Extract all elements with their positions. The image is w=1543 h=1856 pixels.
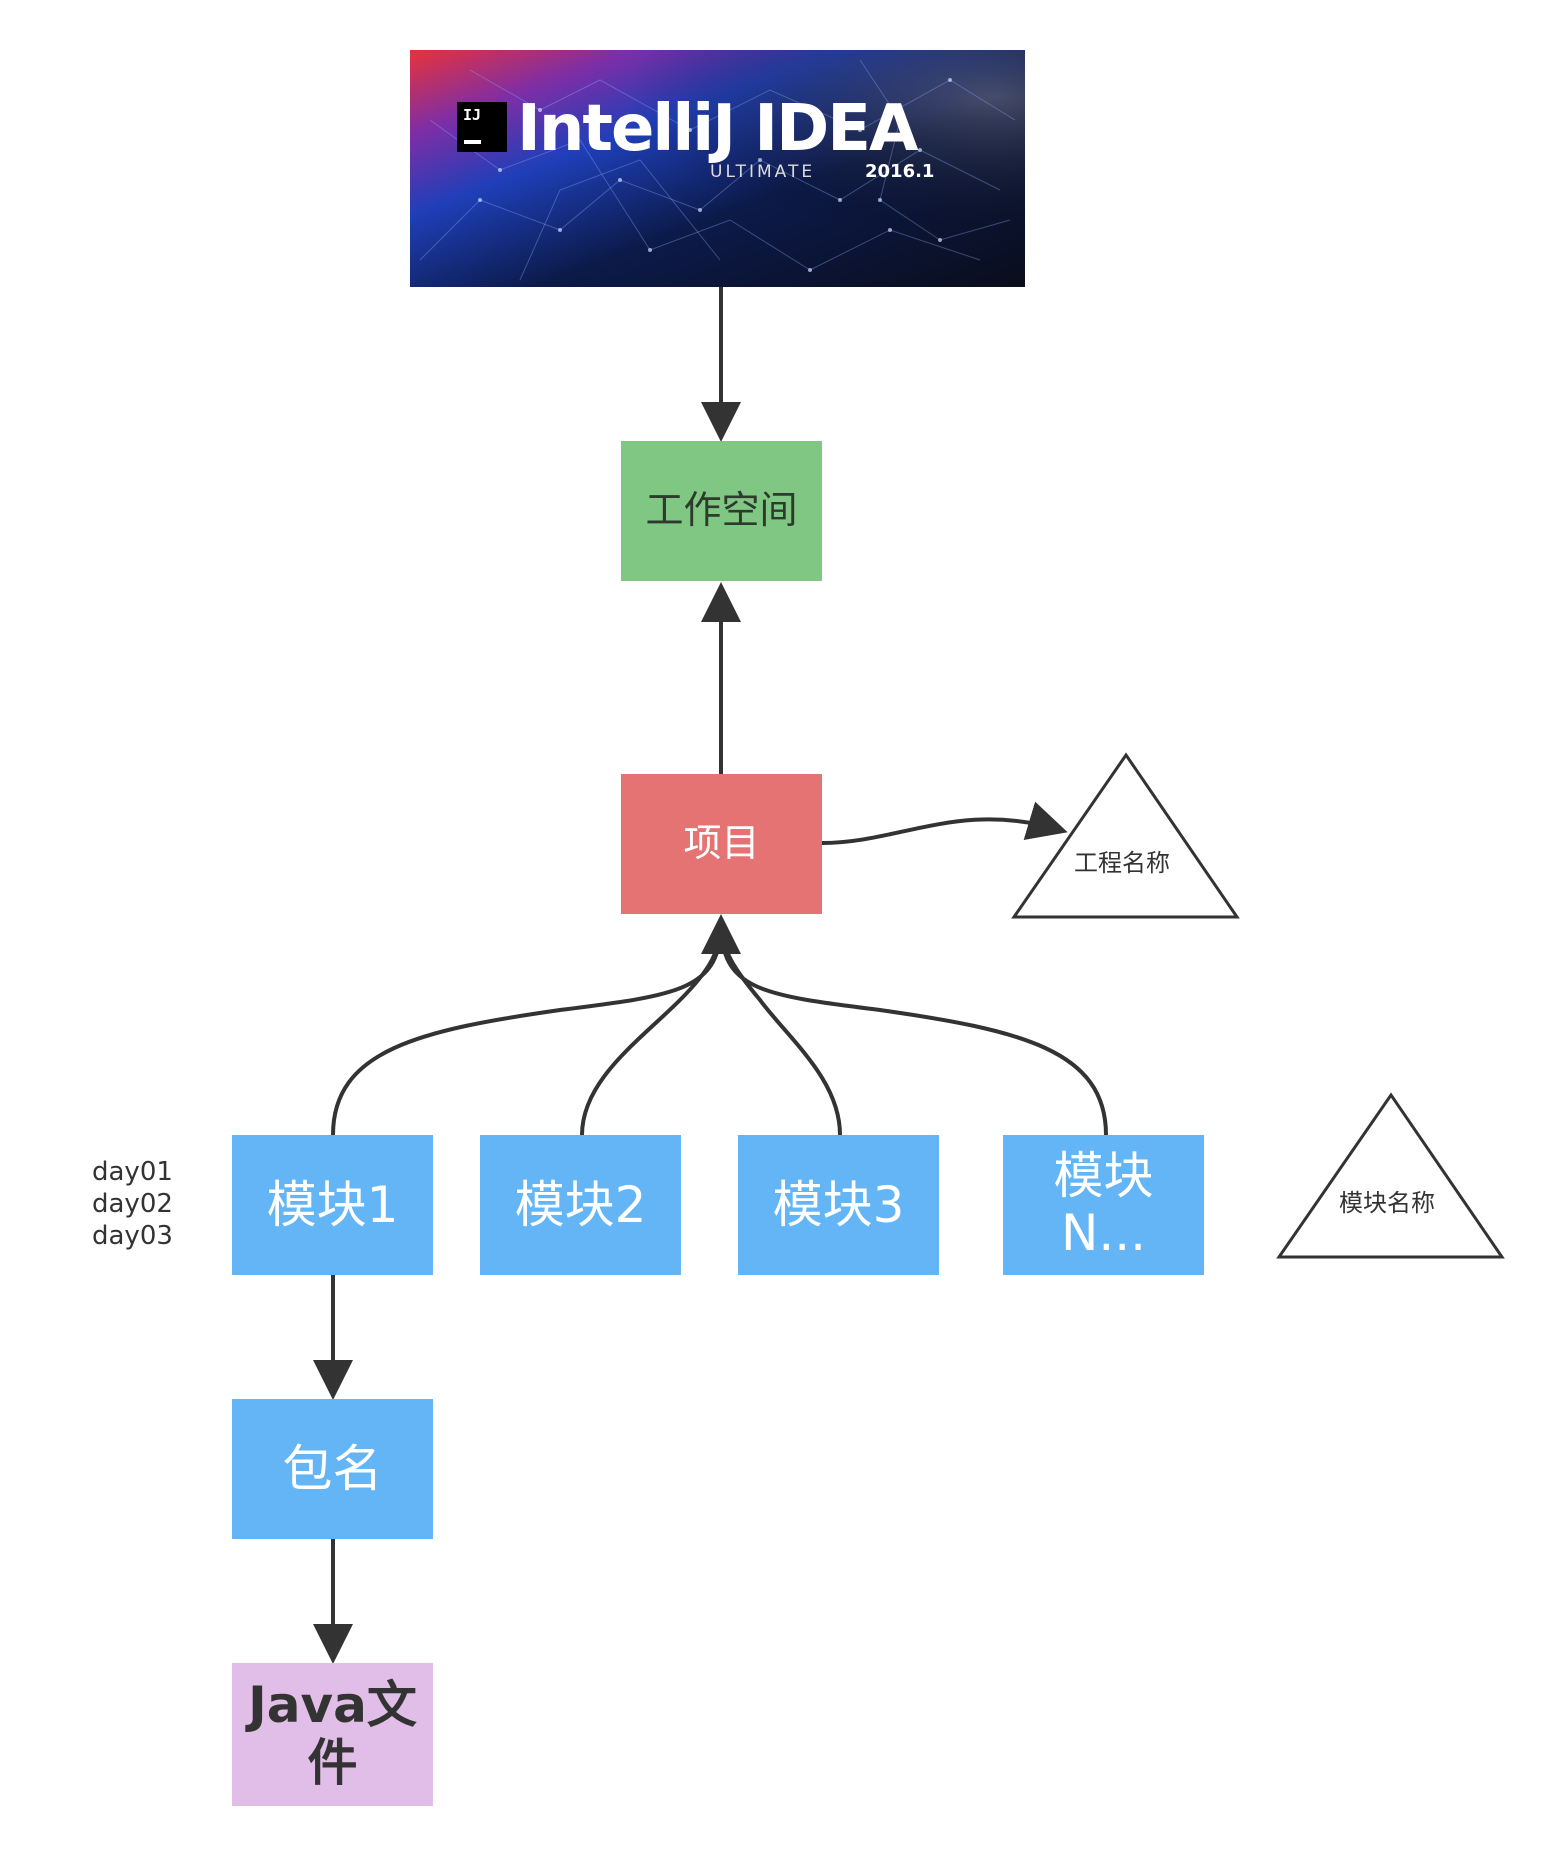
module-examples-list: day01 day02 day03 [92,1156,173,1252]
module2-label: 模块2 [514,1175,647,1234]
java-label-line2: 件 [307,1733,358,1792]
module-name-triangle [1276,1092,1505,1259]
moduleN-label-line2: N... [1060,1204,1147,1262]
edge-module3-to-project [719,921,842,1136]
moduleN-label-line1: 模块 [1053,1146,1154,1205]
intellij-logo-icon: IJ [457,102,507,152]
module3-label: 模块3 [772,1175,905,1234]
module2-node: 模块2 [480,1135,681,1275]
java-file-node: Java文 件 [232,1663,433,1806]
banner-background [410,50,1025,287]
workspace-node: 工作空间 [621,441,822,581]
java-label-line1: Java文 [248,1676,417,1734]
moduleN-node: 模块 N... [1003,1135,1204,1275]
workspace-label: 工作空间 [645,488,798,533]
package-node: 包名 [232,1399,433,1539]
edge-moduleN-to-project [719,921,1108,1136]
project-node: 项目 [621,774,822,914]
module-name-label: 模块名称 [1339,1189,1435,1217]
banner-version: 2016.1 [865,161,935,182]
project-name-label: 工程名称 [1074,849,1170,877]
module1-node: 模块1 [232,1135,433,1275]
banner-title: IntelliJ IDEA [517,92,918,166]
project-name-triangle [1011,752,1240,919]
edge-module1-to-project [331,914,741,1136]
edge-project-to-project-name [821,801,1068,845]
banner-edition: ULTIMATE [710,162,816,182]
intellij-idea-banner: IJ IntelliJ IDEA ULTIMATE 2016.1 [410,50,1025,287]
edge-module2-to-project [580,921,723,1136]
module-example-item: day03 [92,1221,173,1251]
module3-node: 模块3 [738,1135,939,1275]
module-example-item: day02 [92,1189,173,1219]
project-label: 项目 [683,821,760,866]
module-example-item: day01 [92,1157,173,1187]
module1-label: 模块1 [266,1175,399,1234]
package-label: 包名 [282,1439,383,1498]
